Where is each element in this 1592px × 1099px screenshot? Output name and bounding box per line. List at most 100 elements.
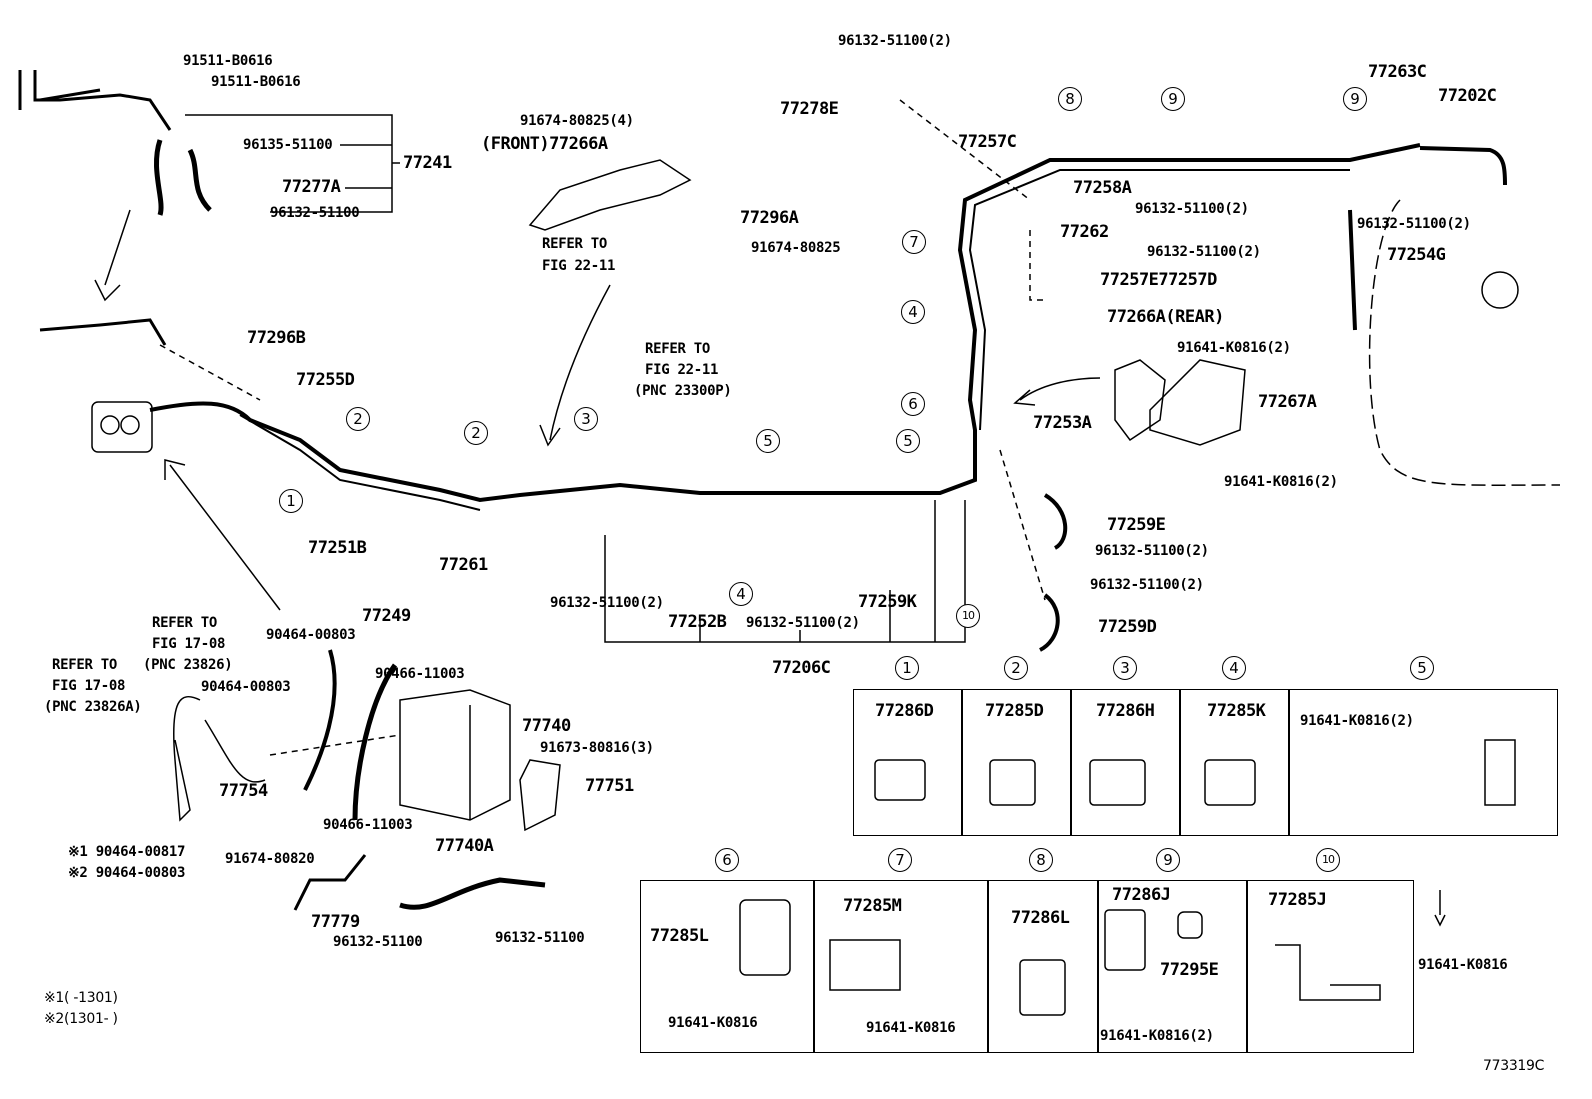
part-label: 77259D [1098, 617, 1157, 637]
part-label: 77206C [772, 658, 831, 678]
part-label: 91674-80825 [751, 240, 841, 256]
part-label: 77285J [1268, 890, 1327, 910]
reference-note: FIG 22-11 [645, 362, 719, 378]
pipe-top-left [18, 70, 172, 131]
part-label: 91641-K0816 [866, 1020, 956, 1036]
part-label: 77754 [219, 781, 268, 801]
part-label: 77251B [308, 538, 367, 558]
detail-box-10 [1246, 880, 1414, 1053]
part-label: 96132-51100(2) [746, 615, 860, 631]
callout-9: 9 [1156, 848, 1180, 872]
callout-9: 9 [1161, 87, 1185, 111]
part-label: 90466-11003 [375, 666, 465, 682]
callout-5: 5 [756, 429, 780, 453]
callout-3: 3 [1113, 656, 1137, 680]
part-label: 77259E [1107, 515, 1166, 535]
reference-note: REFER TO [52, 657, 118, 673]
callout-4: 4 [729, 582, 753, 606]
callout-1: 1 [895, 656, 919, 680]
part-label: 77296A [740, 208, 799, 228]
reference-note: (PNC 23826A) [44, 699, 142, 715]
main-fuel-line-2 [239, 169, 1350, 511]
dashed-canister [269, 734, 401, 756]
part-label: 77286D [875, 701, 934, 721]
detail-box-7 [813, 880, 989, 1053]
part-label: 91641-K0816(2) [1100, 1028, 1214, 1044]
part-label: 77286H [1096, 701, 1155, 721]
reference-note: FIG 22-11 [542, 258, 616, 274]
callout-4: 4 [901, 300, 925, 324]
part-label: 77295E [1160, 960, 1219, 980]
part-label: 91641-K0816 [668, 1015, 758, 1031]
callout-2: 2 [346, 407, 370, 431]
tank-outline [1368, 199, 1561, 486]
detail-box-9 [1097, 880, 1248, 1053]
part-label: 91641-K0816(2) [1224, 474, 1338, 490]
leader-77241 [185, 114, 400, 213]
part-label: (FRONT)77266A [481, 134, 608, 154]
callout-1: 1 [279, 489, 303, 513]
tank-port [1481, 271, 1519, 309]
part-label: 77779 [311, 912, 360, 932]
arrow-rear [1013, 377, 1101, 406]
arrow-to-pump [539, 284, 611, 447]
part-label: 77285D [985, 701, 1044, 721]
part-label: 77285M [843, 896, 902, 916]
part-label: 77285L [650, 926, 709, 946]
part-label: 96132-51100(2) [1357, 216, 1471, 232]
footnote: ※2(1301- ) [44, 1011, 118, 1027]
callout-6: 6 [901, 392, 925, 416]
diagram-id: 773319C [1483, 1058, 1545, 1074]
hose-left [154, 139, 164, 216]
canister-port [120, 415, 140, 435]
reference-note: (PNC 23300P) [634, 383, 732, 399]
part-label: 77262 [1060, 222, 1109, 242]
leader-77206C [604, 500, 966, 643]
detail-box-4 [1179, 689, 1290, 836]
callout-10: 10 [956, 604, 980, 628]
hose-77259D [1038, 593, 1060, 652]
part-label: 96132-51100 [333, 934, 423, 950]
part-label: 91674-80825(4) [520, 113, 634, 129]
part-label: 90464-00803 [201, 679, 291, 695]
part-label: 77261 [439, 555, 488, 575]
part-label: 91641-K0816 [1418, 957, 1508, 973]
callout-7: 7 [902, 230, 926, 254]
arrow-canister [164, 459, 281, 611]
arrow-down [94, 209, 131, 302]
detail-box-3 [1070, 689, 1181, 836]
hose-77254G [1348, 209, 1357, 331]
bracket-77751 [519, 759, 561, 832]
part-label: 96132-51100(2) [1147, 244, 1261, 260]
detail-box-6 [640, 880, 815, 1053]
part-label: 91511-B0616 [183, 53, 273, 69]
part-label: 77255D [296, 370, 355, 390]
part-label: 77241 [403, 153, 452, 173]
hose-77249 [352, 663, 398, 821]
part-label: 91641-K0816(2) [1300, 713, 1414, 729]
callout-2: 2 [1004, 656, 1028, 680]
callout-10: 10 [1316, 848, 1340, 872]
shield-77266A [528, 159, 692, 231]
reference-note: (PNC 23826) [143, 657, 233, 673]
part-label: 77258A [1073, 178, 1132, 198]
canister-block [91, 401, 153, 453]
canister-77740 [399, 689, 511, 821]
part-label: 91674-80820 [225, 851, 315, 867]
dashed-line-rear [899, 99, 1046, 601]
part-label: 96132-51100(2) [838, 33, 952, 49]
bracket-77266A-rear [1114, 359, 1166, 442]
callout-2: 2 [464, 421, 488, 445]
part-label: 96135-51100 [243, 137, 333, 153]
hose-refer [173, 695, 266, 822]
part-label: 77259K [858, 592, 917, 612]
reference-note: FIG 17-08 [152, 636, 226, 652]
part-label: 96132-51100(2) [1095, 543, 1209, 559]
hose-77740A [399, 877, 546, 910]
part-label: 77740A [435, 836, 494, 856]
part-label: 77263C [1368, 62, 1427, 82]
callout-5: 5 [896, 429, 920, 453]
part-label: 77249 [362, 606, 411, 626]
